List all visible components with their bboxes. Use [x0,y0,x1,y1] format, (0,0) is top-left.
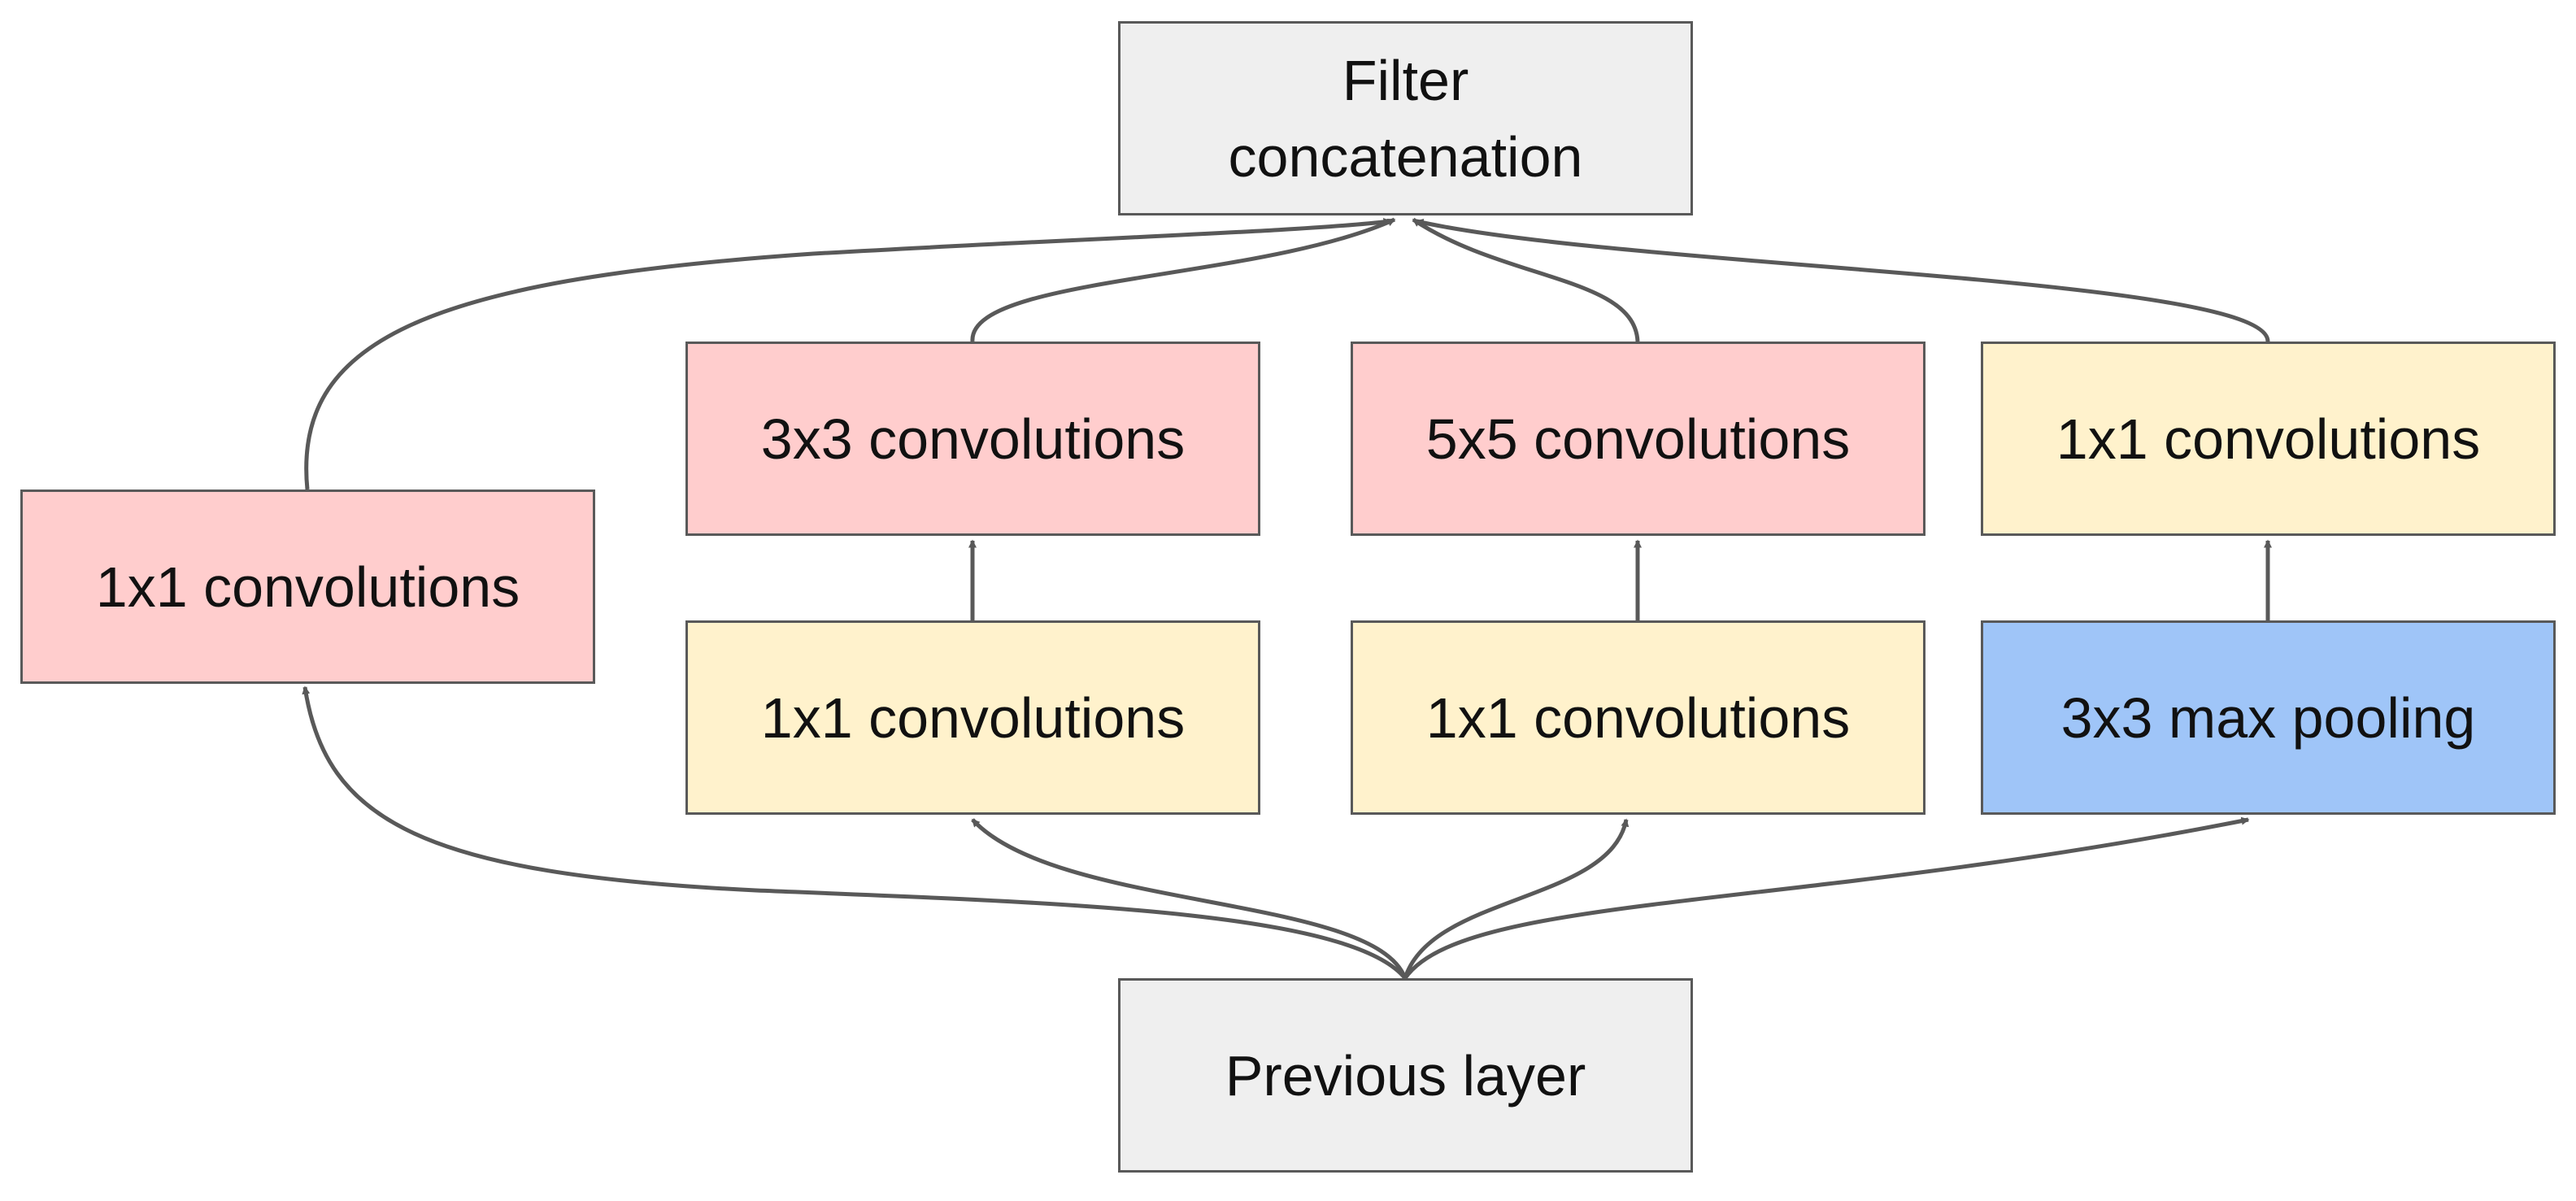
edge-c1-pool-to-concat [1415,218,2270,342]
node-1x1-convolutions-after-pool: 1x1 convolutions [1981,342,2556,536]
edge-c1-left-to-concat [304,218,1392,490]
node-1x1-reduce-before-3x3: 1x1 convolutions [685,620,1260,815]
edge-c5-to-concat [1412,217,1640,342]
node-1x1-convolutions-left: 1x1 convolutions [20,490,595,684]
edge-c3-to-concat [970,217,1396,342]
node-3x3-convolutions: 3x3 convolutions [685,342,1260,536]
edge-prev-to-r1-c3 [971,818,1408,979]
edge-prev-to-r1-c5 [1403,818,1630,979]
node-filter-concatenation: Filter concatenation [1118,21,1693,215]
node-5x5-convolutions: 5x5 convolutions [1351,342,1925,536]
edge-prev-to-pool [1403,816,2250,980]
node-3x3-max-pooling: 3x3 max pooling [1981,620,2556,815]
node-previous-layer: Previous layer [1118,978,1693,1173]
node-1x1-reduce-before-5x5: 1x1 convolutions [1351,620,1925,815]
edge-prev-to-c1-left [302,685,1407,980]
